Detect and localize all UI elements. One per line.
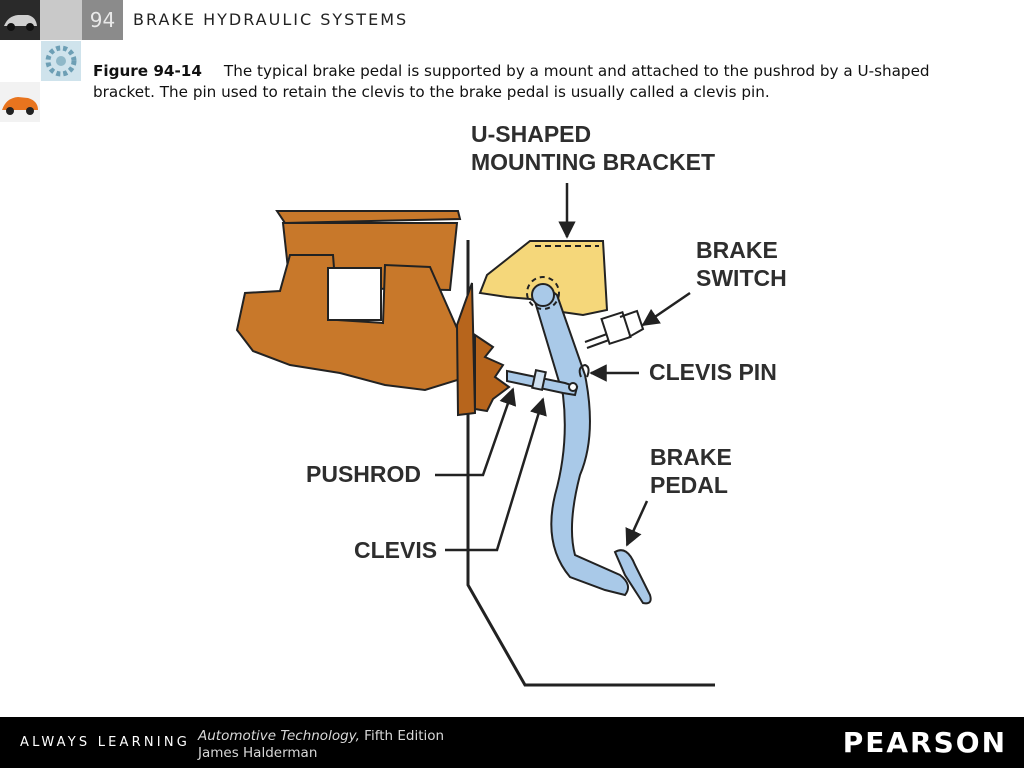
footer-tagline: ALWAYS LEARNING bbox=[20, 735, 191, 750]
clevis-pin-clip bbox=[578, 363, 590, 378]
master-cylinder bbox=[235, 210, 511, 417]
label-pushrod: PUSHROD bbox=[306, 461, 422, 487]
label-clevis: CLEVIS bbox=[354, 537, 438, 563]
book-edition: Fifth Edition bbox=[359, 728, 445, 744]
label-u-shaped-bracket: U-SHAPED MOUNTING BRACKET bbox=[471, 121, 716, 175]
pedal-pad bbox=[613, 549, 652, 605]
label-clevis-pin: CLEVIS PIN bbox=[649, 359, 777, 385]
caption-text: The typical brake pedal is supported by … bbox=[93, 62, 930, 101]
car-silver-thumbnail bbox=[0, 0, 40, 40]
diagram-drawing bbox=[235, 183, 715, 687]
arrow-pushrod bbox=[435, 387, 517, 477]
book-author: James Halderman bbox=[198, 745, 318, 761]
book-title: Automotive Technology, bbox=[198, 728, 360, 744]
figure-label: Figure 94-14 bbox=[93, 62, 202, 80]
brake-pedal-arm bbox=[531, 288, 630, 597]
pivot-pin bbox=[531, 283, 555, 307]
brake-switch-part bbox=[584, 309, 645, 349]
car-orange-thumbnail bbox=[0, 82, 40, 122]
arrow-switch bbox=[641, 291, 691, 327]
footer-bar: ALWAYS LEARNING Automotive Technology, F… bbox=[0, 717, 1024, 768]
chapter-number: 94 bbox=[82, 0, 123, 40]
label-brake-switch: BRAKE SWITCH bbox=[696, 237, 787, 291]
arrow-pedal bbox=[625, 500, 649, 547]
label-brake-pedal: BRAKE PEDAL bbox=[650, 444, 732, 498]
thumbnail-strip bbox=[0, 0, 82, 124]
gear-thumbnail bbox=[41, 41, 81, 81]
chapter-title: BRAKE HYDRAULIC SYSTEMS bbox=[133, 10, 409, 29]
publisher-logo: PEARSON bbox=[842, 726, 1007, 759]
book-info: Automotive Technology, Fifth Edition Jam… bbox=[198, 728, 444, 762]
arrow-clevis bbox=[445, 397, 547, 552]
brake-pedal-diagram: U-SHAPED MOUNTING BRACKET BRAKE SWITCH C… bbox=[225, 115, 805, 695]
